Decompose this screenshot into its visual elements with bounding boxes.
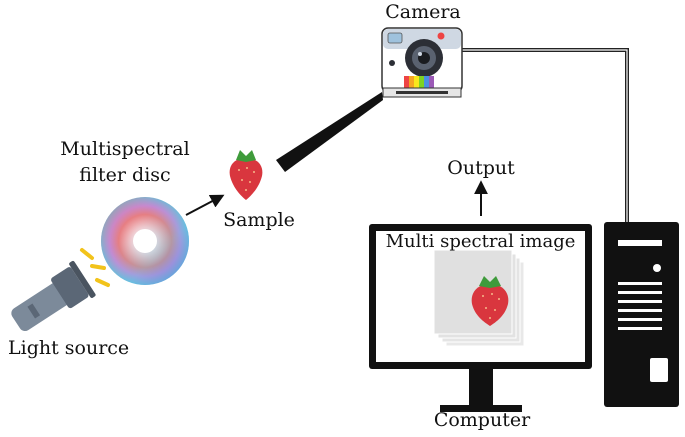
camera-label: Camera	[385, 1, 461, 23]
filter-disc-icon	[101, 197, 189, 285]
strawberry-icon	[229, 150, 263, 200]
computer-label: Computer	[433, 409, 531, 431]
screen-title-label: Multi spectral image	[385, 231, 576, 252]
camera-view-beam	[276, 92, 383, 172]
output-label: Output	[447, 157, 515, 179]
camera-icon	[381, 27, 463, 98]
flashlight-icon	[11, 248, 110, 332]
computer-tower-icon	[604, 222, 679, 407]
filter-disc-label-line2: filter disc	[79, 164, 171, 186]
screen-strawberry-icon	[471, 276, 509, 326]
light-source-label: Light source	[8, 337, 130, 359]
filter-to-sample-arrow	[185, 194, 225, 216]
camera-computer-cable-inner	[462, 49, 628, 222]
camera-computer-cable	[462, 48, 629, 222]
sample-label: Sample	[223, 209, 295, 231]
filter-disc-label-line1: Multispectral	[60, 138, 190, 160]
